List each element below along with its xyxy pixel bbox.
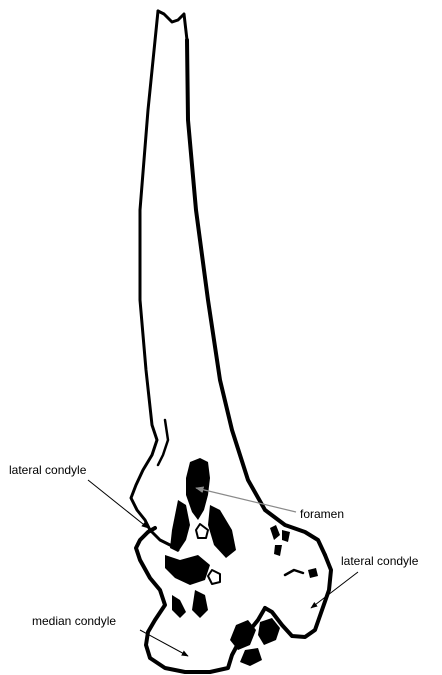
condyle-mark-1	[270, 525, 280, 540]
condyle-crease	[285, 570, 303, 575]
fossa-shadow-1	[170, 500, 190, 552]
label-foramen: foramen	[300, 507, 344, 521]
fossa-shadow-2	[208, 505, 236, 558]
shaft-top-notch	[158, 11, 187, 40]
fossa-shadow-7	[258, 618, 280, 645]
label-lateral-condyle-right: lateral condyle	[341, 554, 419, 568]
label-lateral-condyle-left: lateral condyle	[9, 463, 87, 477]
leader-lateral-condyle-right	[311, 572, 358, 608]
fossa-shadow-3	[165, 555, 210, 585]
condyle-mark-3	[274, 545, 282, 556]
bone-shaft	[131, 11, 325, 555]
fossa-shadow-8	[240, 648, 262, 666]
fossa-shadow-5	[172, 595, 186, 618]
condyle-mark-2	[282, 530, 290, 542]
fossa-shadow-4	[192, 590, 208, 618]
shaft-left-edge	[131, 11, 158, 530]
annotations: lateral condyle foramen lateral condyle …	[9, 463, 419, 656]
inner-ring	[196, 524, 208, 538]
inner-ring-2	[208, 570, 220, 584]
leader-lateral-condyle-left	[88, 480, 148, 528]
label-median-condyle: median condyle	[32, 614, 116, 628]
condyle-mark-4	[308, 568, 318, 578]
shaft-inner-line	[158, 420, 168, 465]
